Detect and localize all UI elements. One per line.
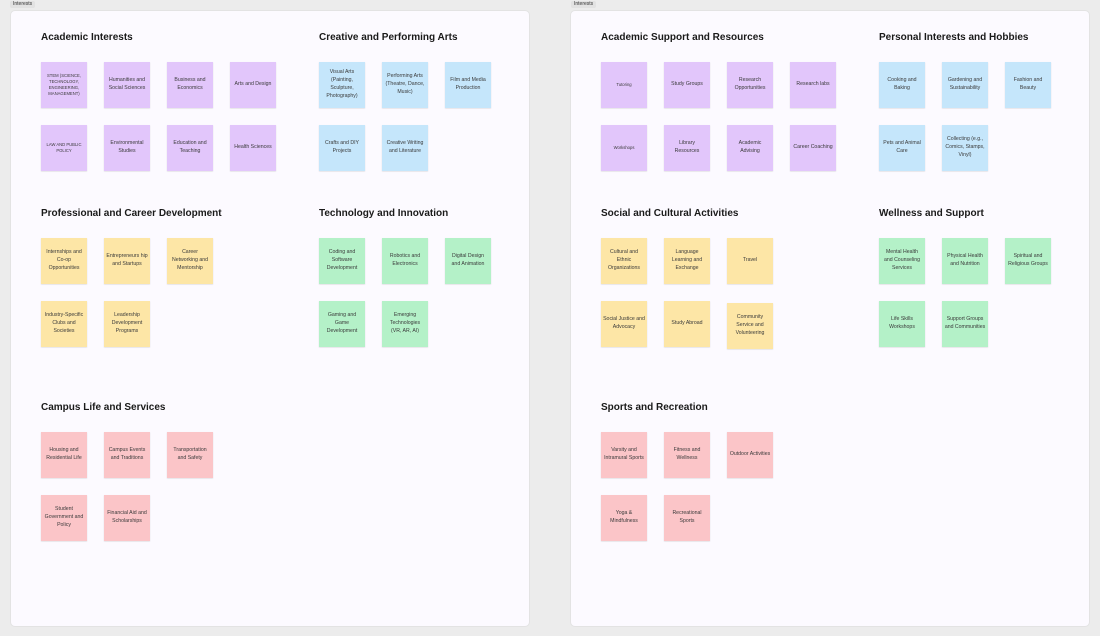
sticky-note[interactable]: Yoga & Mindfulness	[601, 495, 647, 541]
sticky-note[interactable]: Community Service and Volunteering	[727, 303, 773, 349]
sticky-note[interactable]: Career Coaching	[790, 125, 836, 171]
sticky-note[interactable]: Robotics and Electronics	[382, 238, 428, 284]
section-title-technology-innovation: Technology and Innovation	[319, 208, 449, 219]
board-frame-left[interactable]: Academic Interests STEM (SCIENCE, TECHNO…	[10, 10, 530, 627]
section-title-creative-arts: Creative and Performing Arts	[319, 32, 458, 43]
sticky-note[interactable]: Creative Writing and Literature	[382, 125, 428, 171]
sticky-note[interactable]: Environmental Studies	[104, 125, 150, 171]
sticky-note[interactable]: Internships and Co-op Opportunities	[41, 238, 87, 284]
sticky-note[interactable]: Spiritual and Religious Groups	[1005, 238, 1051, 284]
sticky-note[interactable]: Academic Advising	[727, 125, 773, 171]
sticky-note[interactable]: Physical Health and Nutrition	[942, 238, 988, 284]
sticky-note[interactable]: Student Government and Policy	[41, 495, 87, 541]
sticky-note[interactable]: Gardening and Sustainability	[942, 62, 988, 108]
sticky-note[interactable]: Travel	[727, 238, 773, 284]
sticky-note[interactable]: Education and Teaching	[167, 125, 213, 171]
sticky-note[interactable]: Arts and Design	[230, 62, 276, 108]
sticky-note[interactable]: Health Sciences	[230, 125, 276, 171]
sticky-note[interactable]: Pets and Animal Care	[879, 125, 925, 171]
sticky-note[interactable]: Language Learning and Exchange	[664, 238, 710, 284]
frame-label-right[interactable]: Interests	[571, 1, 597, 8]
section-title-professional-career: Professional and Career Development	[41, 208, 222, 219]
sticky-note[interactable]: Social Justice and Advocacy	[601, 301, 647, 347]
sticky-note[interactable]: Library Resources	[664, 125, 710, 171]
sticky-note[interactable]: Business and Economics	[167, 62, 213, 108]
sticky-note[interactable]: STEM (SCIENCE, TECHNOLOGY, ENGINEERING, …	[41, 62, 87, 108]
sticky-note[interactable]: Outdoor Activities	[727, 432, 773, 478]
sticky-note[interactable]: Industry-Specific Clubs and Societies	[41, 301, 87, 347]
sticky-note[interactable]: LAW AND PUBLIC POLICY	[41, 125, 87, 171]
sticky-note[interactable]: Crafts and DIY Projects	[319, 125, 365, 171]
sticky-note[interactable]: Support Groups and Communities	[942, 301, 988, 347]
sticky-note[interactable]: Entrepreneurs hip and Startups	[104, 238, 150, 284]
sticky-note[interactable]: Varsity and Intramural Sports	[601, 432, 647, 478]
sticky-note[interactable]: Humanities and Social Sciences	[104, 62, 150, 108]
section-title-campus-life: Campus Life and Services	[41, 402, 166, 413]
sticky-note[interactable]: Financial Aid and Scholarships	[104, 495, 150, 541]
section-title-academic-interests: Academic Interests	[41, 32, 133, 43]
sticky-note[interactable]: Fitness and Wellness	[664, 432, 710, 478]
sticky-note[interactable]: Digital Design and Animation	[445, 238, 491, 284]
sticky-note[interactable]: Housing and Residential Life	[41, 432, 87, 478]
sticky-note[interactable]: Research Opportunities	[727, 62, 773, 108]
sticky-note[interactable]: Cultural and Ethnic Organizations	[601, 238, 647, 284]
board-frame-right[interactable]: Academic Support and Resources Tutoring …	[570, 10, 1090, 627]
sticky-note[interactable]: Workshops	[601, 125, 647, 171]
sticky-note[interactable]: Tutoring	[601, 62, 647, 108]
sticky-note[interactable]: Cooking and Baking	[879, 62, 925, 108]
sticky-note[interactable]: Collecting (e.g., Comics, Stamps, Vinyl)	[942, 125, 988, 171]
sticky-note[interactable]: Mental Health and Counseling Services	[879, 238, 925, 284]
section-title-wellness-support: Wellness and Support	[879, 208, 984, 219]
section-title-personal-hobbies: Personal Interests and Hobbies	[879, 32, 1029, 43]
sticky-note[interactable]: Coding and Software Development	[319, 238, 365, 284]
sticky-note[interactable]: Career Networking and Mentorship	[167, 238, 213, 284]
sticky-note[interactable]: Study Abroad	[664, 301, 710, 347]
sticky-note[interactable]: Recreational Sports	[664, 495, 710, 541]
sticky-note[interactable]: Campus Events and Traditions	[104, 432, 150, 478]
section-title-social-cultural: Social and Cultural Activities	[601, 208, 739, 219]
section-title-academic-support: Academic Support and Resources	[601, 32, 764, 43]
section-title-sports-recreation: Sports and Recreation	[601, 402, 708, 413]
sticky-note[interactable]: Visual Arts (Painting, Sculpture, Photog…	[319, 62, 365, 108]
sticky-note[interactable]: Study Groups	[664, 62, 710, 108]
sticky-note[interactable]: Performing Arts (Theatre, Dance, Music)	[382, 62, 428, 108]
sticky-note[interactable]: Life Skills Workshops	[879, 301, 925, 347]
sticky-note[interactable]: Emerging Technologies (VR, AR, AI)	[382, 301, 428, 347]
sticky-note[interactable]: Fashion and Beauty	[1005, 62, 1051, 108]
sticky-note[interactable]: Transportation and Safety	[167, 432, 213, 478]
sticky-note[interactable]: Gaming and Game Development	[319, 301, 365, 347]
frame-label-left[interactable]: Interests	[10, 1, 36, 8]
sticky-note[interactable]: Leadership Development Programs	[104, 301, 150, 347]
sticky-note[interactable]: Film and Media Production	[445, 62, 491, 108]
sticky-note[interactable]: Research labs	[790, 62, 836, 108]
